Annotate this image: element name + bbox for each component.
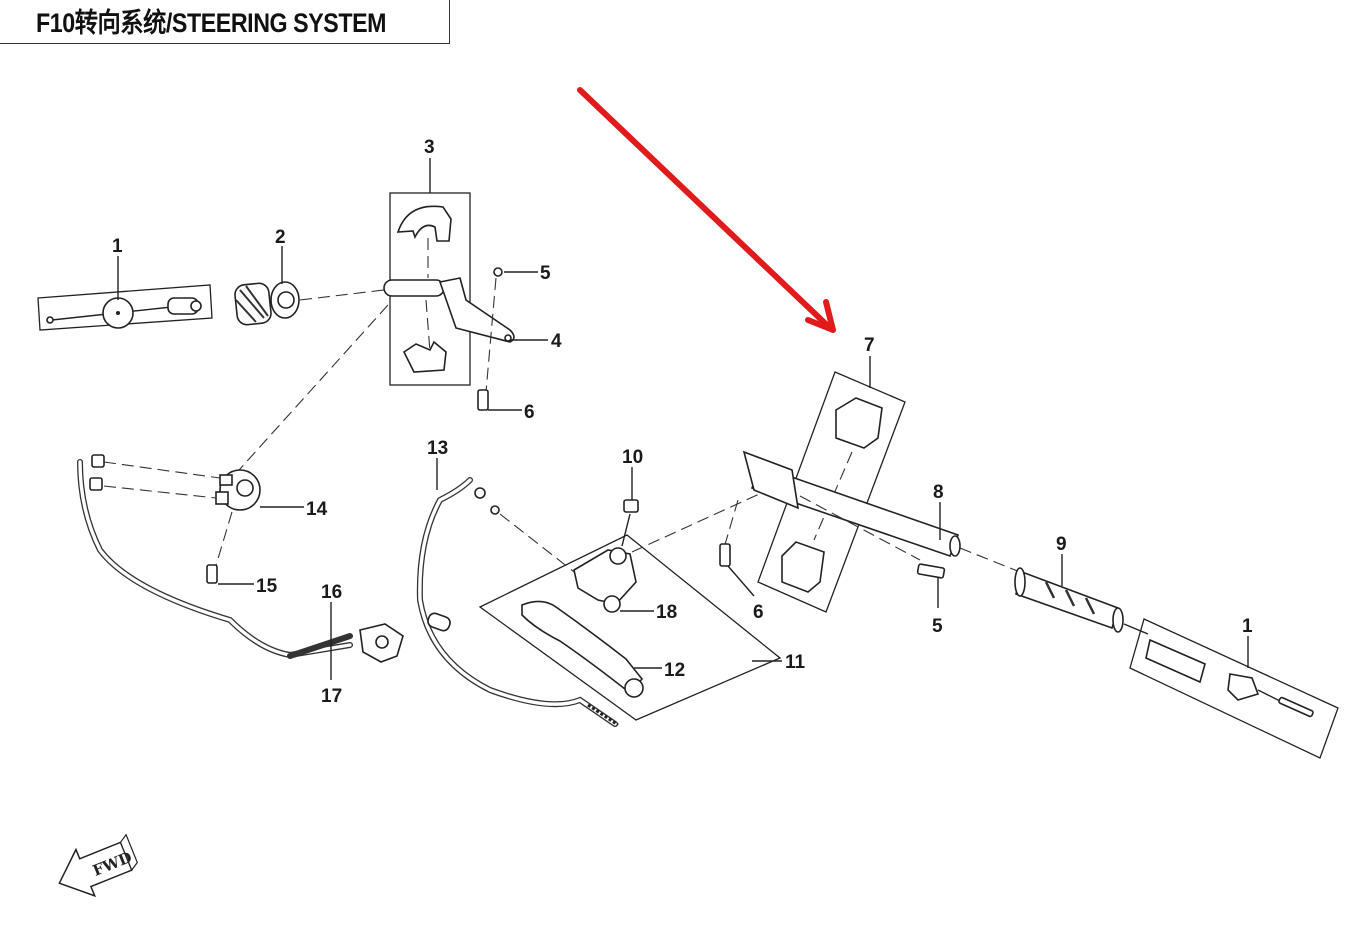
switch-harness: [77, 459, 404, 663]
title-box: F10转向系统/STEERING SYSTEM: [0, 0, 450, 44]
callout-16: 16: [321, 582, 342, 603]
master-cylinder-kit-box: [478, 534, 782, 721]
callout-6: 6: [524, 402, 535, 423]
switch-housing-kit-box: [383, 192, 515, 386]
clutch-lever: [521, 600, 644, 698]
clutch-switch-assembly: [89, 454, 261, 584]
callout-4: 4: [551, 331, 562, 352]
callout-15: 15: [256, 576, 278, 597]
callout-13: 13: [427, 438, 448, 459]
callout-10: 10: [622, 447, 643, 468]
callout-5b: 5: [932, 616, 943, 637]
cable-end: [587, 703, 619, 727]
bar-end-kit-right: [1129, 618, 1339, 759]
callout-18: 18: [656, 602, 677, 623]
callout-9: 9: [1056, 534, 1067, 555]
clutch-hose: [416, 477, 618, 727]
callout-1b: 1: [1242, 616, 1253, 637]
clamp-bracket: [719, 450, 946, 579]
callout-12: 12: [664, 660, 685, 681]
highlight-arrow: [577, 87, 836, 333]
callout-3: 3: [424, 137, 435, 158]
callout-11: 11: [785, 652, 806, 673]
fwd-arrow-icon: FWD: [58, 833, 138, 898]
callout-2: 2: [275, 227, 286, 248]
nut-and-bolt-upper: [477, 267, 503, 411]
throttle-grip: [234, 281, 300, 326]
switch-housing-kit-right: [757, 371, 906, 613]
page-title: F10转向系统/STEERING SYSTEM: [36, 8, 387, 38]
callout-14: 14: [306, 499, 328, 520]
right-grip: [1014, 567, 1149, 635]
callout-17: 17: [321, 686, 342, 707]
callout-1: 1: [112, 236, 123, 257]
callout-8: 8: [933, 482, 944, 503]
callout-6b: 6: [753, 602, 764, 623]
master-cylinder: [573, 489, 769, 613]
callout-7: 7: [864, 335, 875, 356]
bar-end-kit-left: [37, 284, 213, 331]
callout-5: 5: [540, 263, 551, 284]
callouts: 1 2 3 4 5 6 7 8 9 10 11 12 13 14 15 16 1…: [112, 137, 1253, 707]
